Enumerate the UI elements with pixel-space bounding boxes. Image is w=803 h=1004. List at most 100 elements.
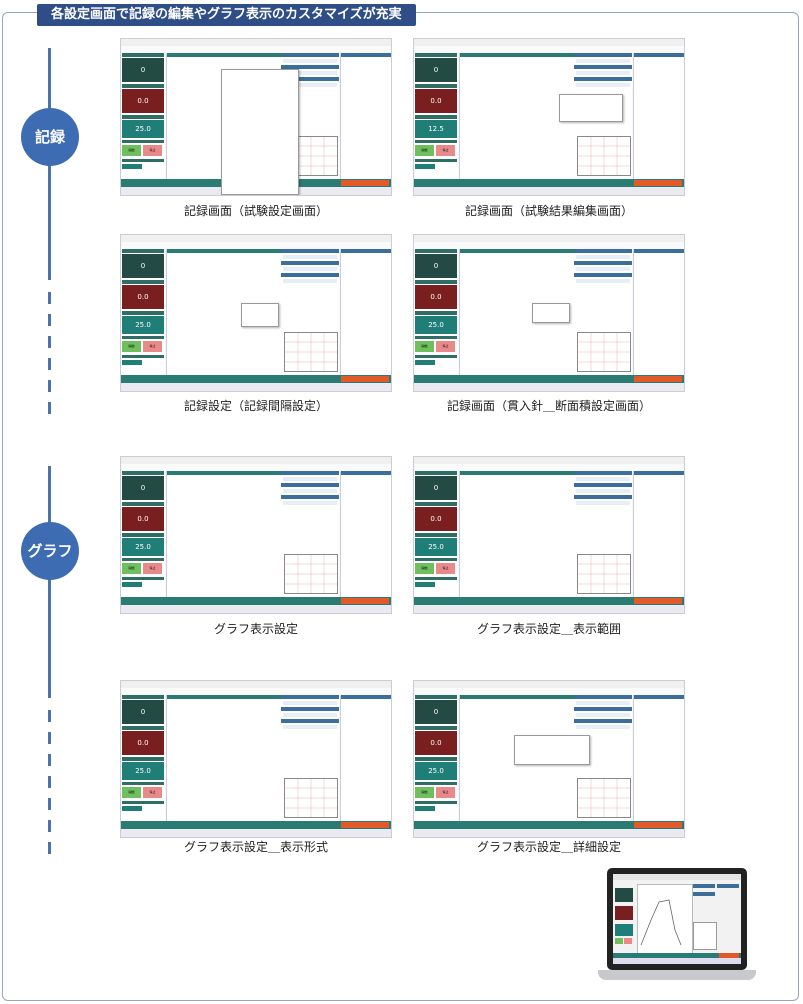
left-label xyxy=(122,140,164,143)
setting-row[interactable] xyxy=(283,725,337,729)
timeline-dash xyxy=(48,842,51,854)
value-display-top: 0 xyxy=(415,58,457,82)
mode-button[interactable] xyxy=(122,360,142,365)
save-data-button[interactable] xyxy=(634,598,682,604)
left-header xyxy=(415,695,457,699)
value-display-top: 0 xyxy=(122,58,164,82)
graph-grid xyxy=(578,555,630,593)
setting-row[interactable] xyxy=(576,83,630,87)
left-label xyxy=(415,115,457,119)
setting-row[interactable] xyxy=(576,279,630,283)
setting-row[interactable] xyxy=(576,725,630,729)
laptop-base xyxy=(598,970,756,980)
settings-dialog[interactable] xyxy=(532,303,570,323)
save-data-button[interactable] xyxy=(341,180,389,186)
save-data-button[interactable] xyxy=(634,822,682,828)
mode-button[interactable] xyxy=(415,582,435,587)
left-label xyxy=(122,159,164,162)
start-button[interactable]: 開始 xyxy=(415,145,434,156)
setting-row[interactable] xyxy=(576,477,630,481)
status-bar xyxy=(414,375,684,383)
start-button[interactable]: 開始 xyxy=(415,787,434,798)
setting-row[interactable] xyxy=(576,255,630,259)
left-label xyxy=(415,140,457,143)
stop-button[interactable]: 停止 xyxy=(436,787,455,798)
save-data-button[interactable] xyxy=(634,180,682,186)
result-list-header xyxy=(341,695,391,699)
app-screenshot: 0 0.0 12.5 開始 停止 xyxy=(413,38,685,196)
mode-button[interactable] xyxy=(122,164,142,169)
start-button[interactable]: 開始 xyxy=(122,145,141,156)
stop-button[interactable]: 停止 xyxy=(143,341,162,352)
settings-header xyxy=(574,77,632,81)
settings-header xyxy=(574,65,632,69)
settings-dialog[interactable] xyxy=(221,69,299,195)
value-display-low: 25.0 xyxy=(415,538,457,556)
result-list-header xyxy=(634,695,684,699)
setting-row[interactable] xyxy=(576,713,630,717)
setting-row[interactable] xyxy=(283,267,337,271)
settings-dialog[interactable] xyxy=(514,735,590,765)
graph-grid xyxy=(578,779,630,817)
setting-row[interactable] xyxy=(283,701,337,705)
stop-button[interactable]: 停止 xyxy=(436,563,455,574)
left-label xyxy=(415,159,457,162)
mode-button[interactable] xyxy=(415,164,435,169)
page-title-banner: 各設定画面で記録の編集やグラフ表示のカスタマイズが充実 xyxy=(37,4,416,26)
stop-button[interactable]: 停止 xyxy=(143,145,162,156)
setting-row[interactable] xyxy=(283,501,337,505)
record-table-area xyxy=(166,471,281,597)
setting-row[interactable] xyxy=(576,59,630,63)
setting-row[interactable] xyxy=(576,267,630,271)
settings-header xyxy=(281,695,339,699)
mode-button[interactable] xyxy=(122,806,142,811)
setting-row[interactable] xyxy=(576,489,630,493)
setting-row[interactable] xyxy=(283,71,337,75)
setting-row[interactable] xyxy=(283,489,337,493)
settings-header xyxy=(281,719,339,723)
setting-row[interactable] xyxy=(576,71,630,75)
timeline-dash xyxy=(48,336,51,348)
setting-row[interactable] xyxy=(283,713,337,717)
settings-dialog[interactable] xyxy=(241,303,279,327)
stop-button[interactable]: 停止 xyxy=(436,145,455,156)
mode-button[interactable] xyxy=(122,582,142,587)
app-screenshot: 0 0.0 25.0 開始 停止 xyxy=(413,680,685,838)
save-data-button[interactable] xyxy=(341,822,389,828)
left-label xyxy=(415,355,457,358)
setting-row[interactable] xyxy=(283,59,337,63)
mini-graph xyxy=(284,778,338,818)
start-button[interactable]: 開始 xyxy=(122,787,141,798)
setting-row[interactable] xyxy=(576,501,630,505)
value-display-mid: 0.0 xyxy=(415,731,457,755)
value-display-mid: 0.0 xyxy=(415,89,457,113)
setting-row[interactable] xyxy=(283,83,337,87)
stop-button[interactable]: 停止 xyxy=(143,563,162,574)
setting-row[interactable] xyxy=(283,255,337,259)
settings-header xyxy=(281,495,339,499)
left-header xyxy=(415,471,457,475)
tab-bar xyxy=(121,46,391,52)
save-data-button[interactable] xyxy=(341,376,389,382)
mode-button[interactable] xyxy=(415,360,435,365)
setting-row[interactable] xyxy=(576,701,630,705)
settings-dialog[interactable] xyxy=(559,94,623,122)
laptop-illustration xyxy=(598,868,756,982)
save-data-button[interactable] xyxy=(341,598,389,604)
left-label xyxy=(415,502,457,506)
setting-row[interactable] xyxy=(283,477,337,481)
left-label xyxy=(415,280,457,284)
start-button[interactable]: 開始 xyxy=(415,341,434,352)
left-panel: 0 0.0 25.0 開始 停止 xyxy=(414,695,458,821)
mini-graph xyxy=(577,332,631,372)
start-button[interactable]: 開始 xyxy=(122,341,141,352)
setting-row[interactable] xyxy=(283,279,337,283)
stop-button[interactable]: 停止 xyxy=(143,787,162,798)
left-label xyxy=(415,336,457,339)
mode-button[interactable] xyxy=(415,806,435,811)
start-button[interactable]: 開始 xyxy=(122,563,141,574)
stop-button[interactable]: 停止 xyxy=(436,341,455,352)
result-list-header xyxy=(341,471,391,475)
start-button[interactable]: 開始 xyxy=(415,563,434,574)
save-data-button[interactable] xyxy=(634,376,682,382)
